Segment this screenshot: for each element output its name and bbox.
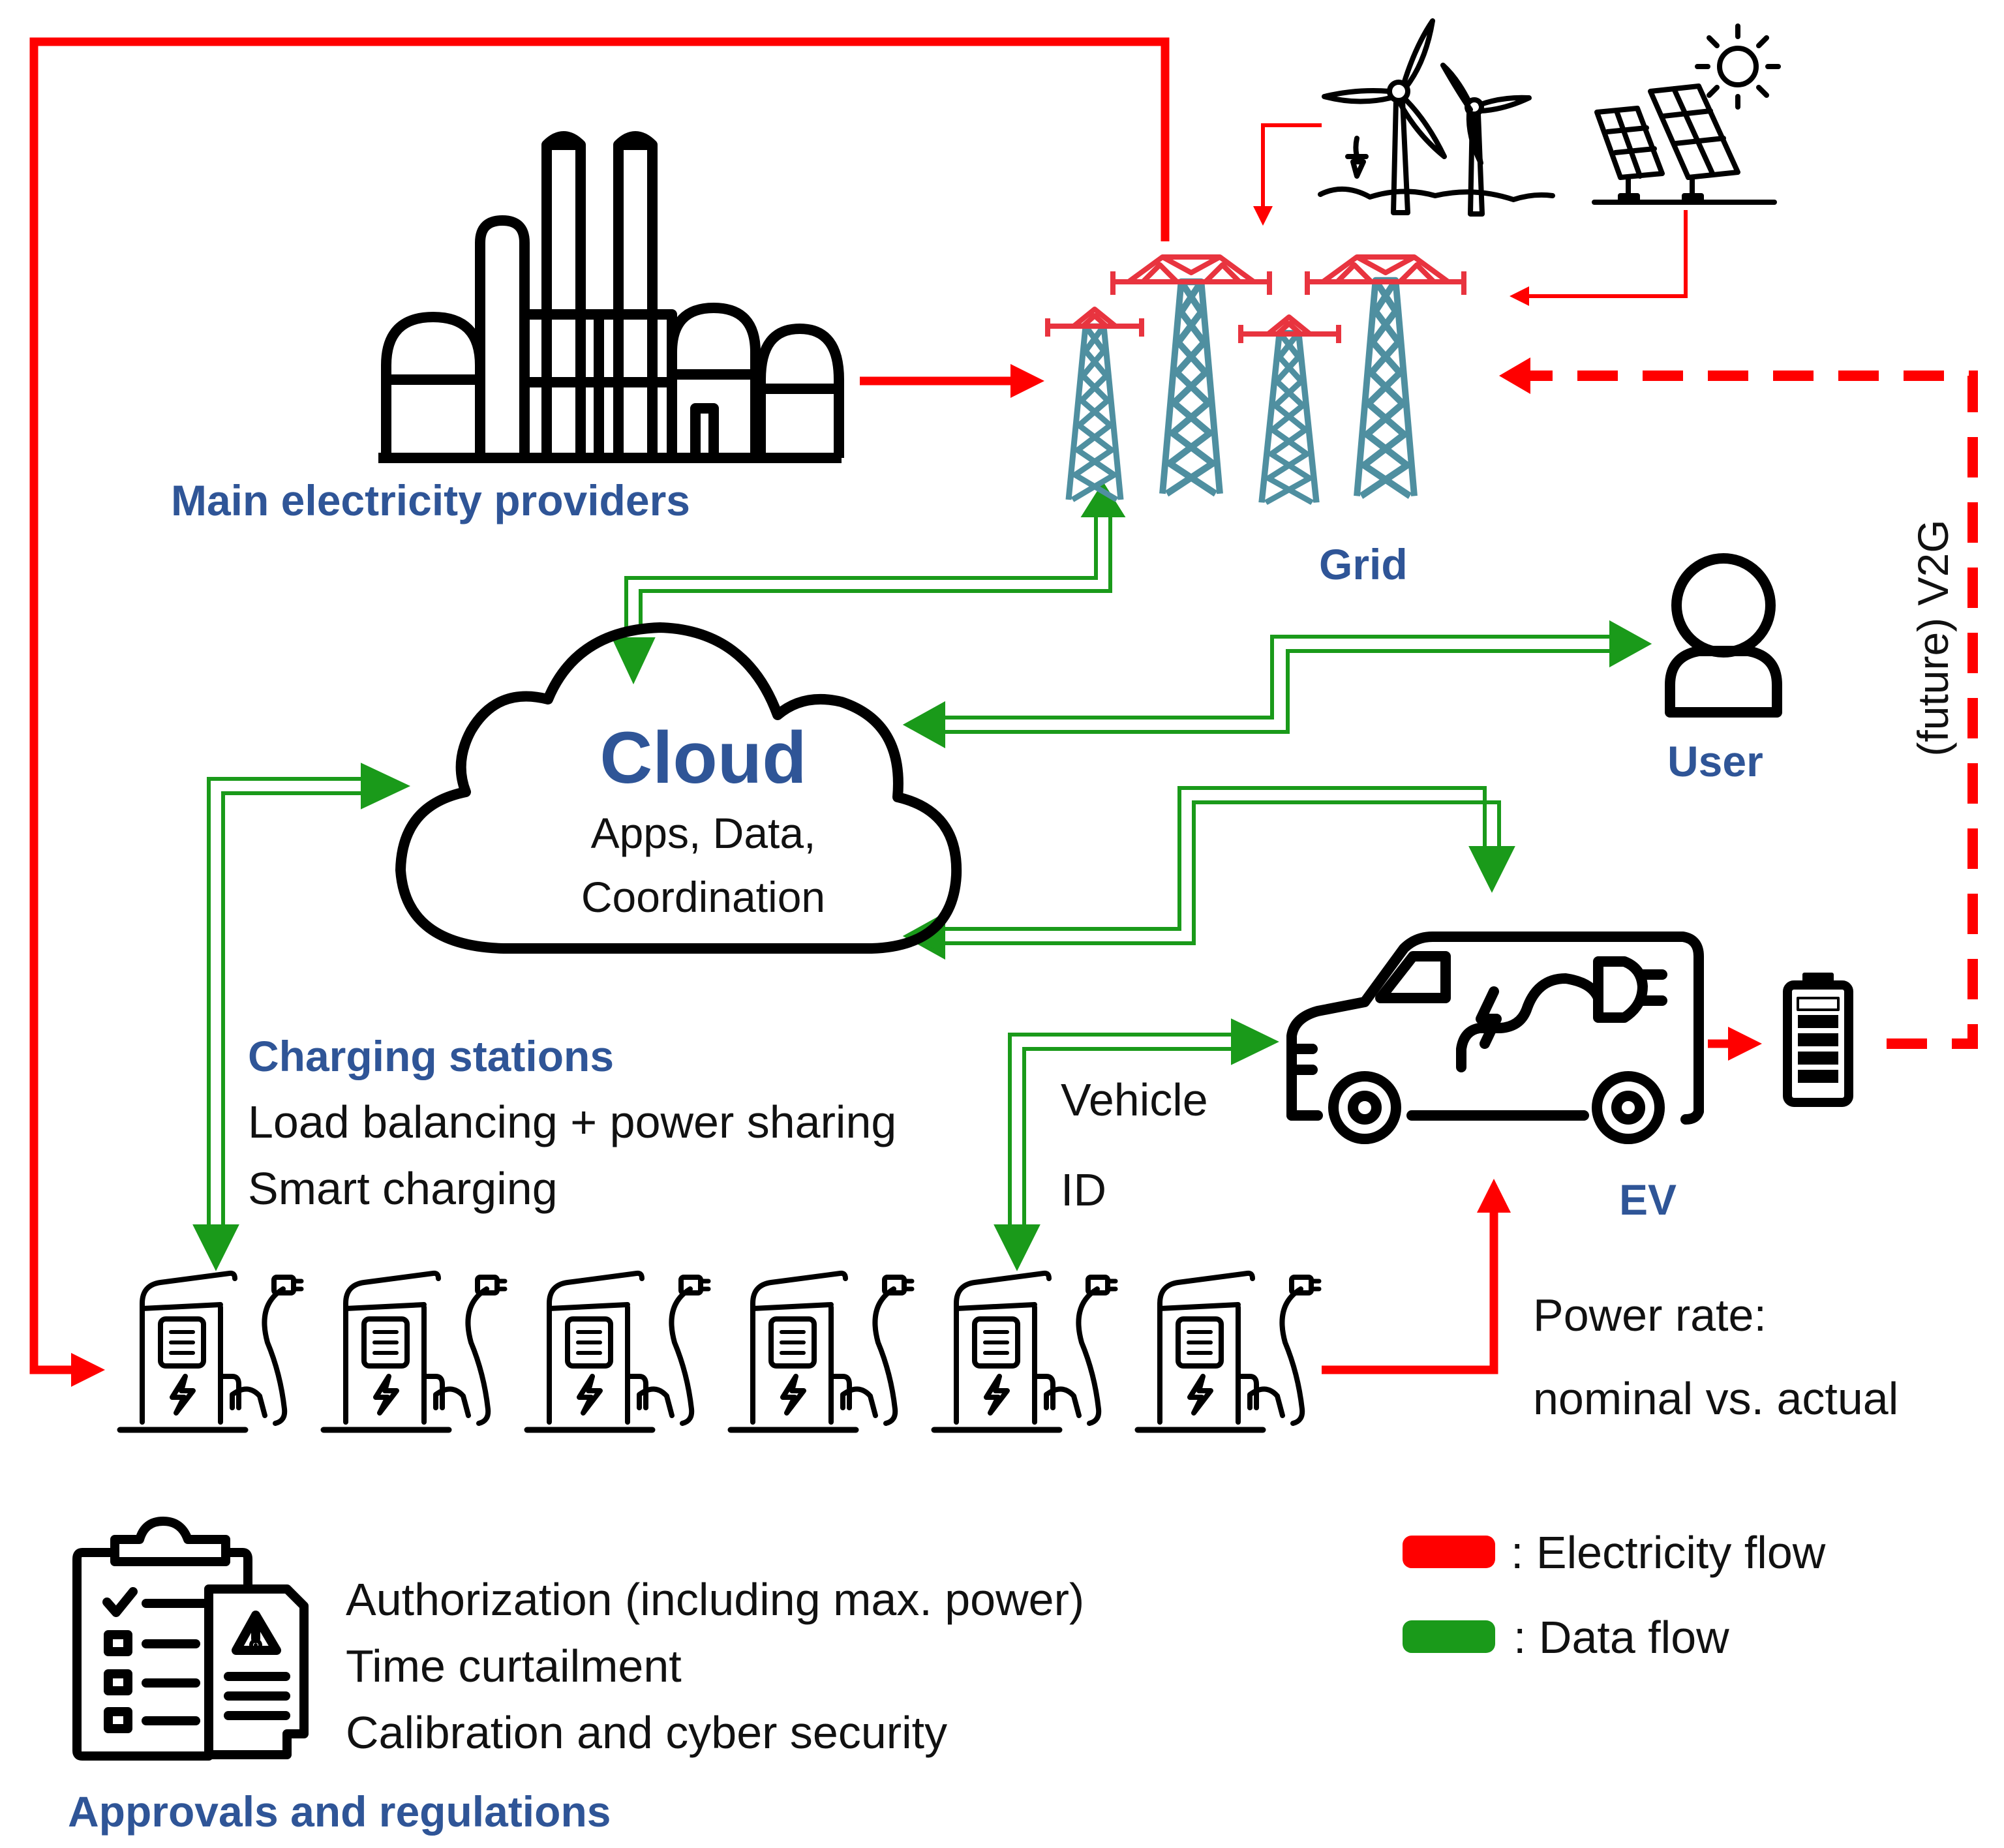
legend-data-label: : Data flow [1513,1612,1729,1663]
charging-stations-row [120,1273,1319,1430]
vehicle-label: Vehicle [1061,1074,1208,1125]
electric-van-icon [1286,932,1704,1144]
v2g-arrowhead [1499,357,1530,394]
legend-electricity-swatch [1403,1536,1495,1568]
grid-label: Grid [1319,540,1408,588]
solar-panel-icon [1592,23,1781,205]
cloud-line2: Coordination [581,873,825,921]
cloud-line1: Apps, Data, [591,809,816,857]
ev-label: EV [1619,1175,1677,1224]
user-label: User [1667,737,1763,785]
charging-station-icon [527,1273,708,1430]
id-label: ID [1061,1164,1106,1215]
power-rate-line2: nominal vs. actual [1533,1373,1898,1424]
power-rate-line1: Power rate: [1533,1290,1767,1341]
electricity-flow-grid-to-stations [29,37,1170,1387]
data-flow-vehicle-id [994,1018,1279,1271]
regulation-item-3: Calibration and cyber security [346,1707,947,1758]
legend-data-swatch [1403,1620,1495,1653]
electricity-flow-solar-to-grid [1510,210,1688,306]
charging-station-icon [324,1273,505,1430]
charging-station-icon [120,1273,301,1430]
charging-station-icon [934,1273,1116,1430]
data-flow-cloud-user [902,620,1652,749]
charging-station-icon [731,1273,912,1430]
regulation-item-2: Time curtailment [346,1641,682,1691]
transmission-tower-icon [1045,254,1466,502]
providers-label: Main electricity providers [171,476,690,524]
data-flow-cloud-stations [192,763,411,1271]
v2g-flow-battery-to-grid [1524,371,1978,1049]
data-flow-cloud-ev [902,786,1515,960]
stations-line2: Smart charging [248,1163,558,1214]
electricity-flow-wind-to-grid [1253,123,1322,226]
regulation-item-1: Authorization (including max. power) [346,1574,1084,1625]
wind-turbine-icon [1318,18,1555,217]
data-flow-cloud-grid [611,481,1126,685]
factory-icon [378,131,844,463]
legend: : Electricity flow : Data flow [1403,1527,1826,1663]
electricity-flow-stations-to-ev [1322,1179,1511,1374]
stations-line1: Load balancing + power sharing [248,1097,896,1147]
cloud-title: Cloud [600,717,806,798]
v2g-label: (future) V2G [1909,519,1957,756]
user-icon [1665,553,1782,718]
stations-title: Charging stations [248,1032,614,1080]
clipboard-warning-icon [72,1517,309,1761]
cloud-icon: Cloud Apps, Data, Coordination [395,622,962,954]
charging-station-icon [1138,1273,1319,1430]
legend-electricity-label: : Electricity flow [1511,1527,1826,1578]
battery-icon [1783,973,1853,1107]
regulations-title: Approvals and regulations [68,1787,611,1836]
